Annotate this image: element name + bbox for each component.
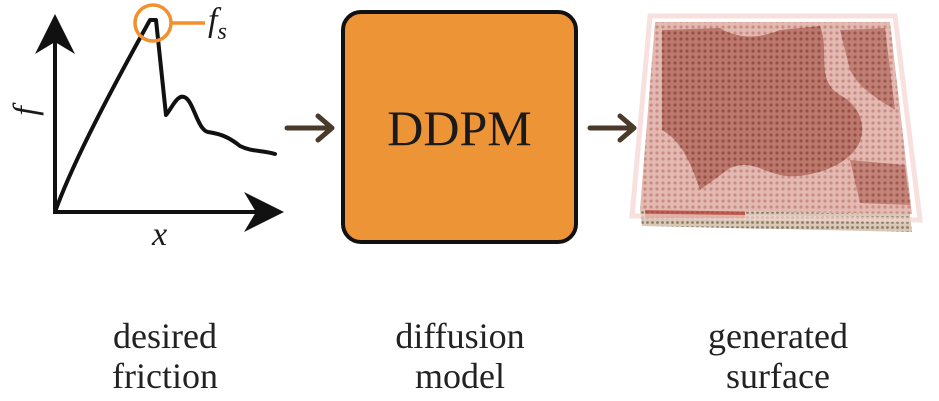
caption-right-line2: surface: [726, 356, 830, 396]
arrow-1: [284, 113, 335, 143]
generated-surface: [629, 13, 923, 232]
caption-middle-line1: diffusion: [395, 316, 525, 356]
surface-region-1: [662, 26, 863, 190]
arrow-2: [587, 113, 637, 143]
peak-label-sub: s: [217, 18, 227, 45]
caption-left-line2: friction: [112, 356, 218, 396]
surface-region-2: [840, 28, 895, 110]
peak-label: fs: [208, 2, 227, 46]
caption-left-line1: desired: [113, 316, 217, 356]
surface-region-3: [850, 160, 910, 205]
caption-generated-surface: generated surface: [648, 316, 908, 396]
caption-right-line1: generated: [708, 316, 848, 356]
y-axis-label: f: [7, 106, 45, 116]
friction-plot: [35, 3, 284, 232]
ddpm-box: DDPM: [341, 10, 578, 244]
friction-curve: [53, 18, 277, 214]
ddpm-label: DDPM: [387, 100, 531, 156]
caption-middle-line2: model: [415, 356, 505, 396]
peak-highlight-circle: [133, 3, 173, 43]
caption-diffusion-model: diffusion model: [330, 316, 590, 396]
x-axis-label: x: [152, 216, 168, 253]
peak-label-main: f: [208, 2, 218, 39]
caption-desired-friction: desired friction: [35, 316, 295, 396]
